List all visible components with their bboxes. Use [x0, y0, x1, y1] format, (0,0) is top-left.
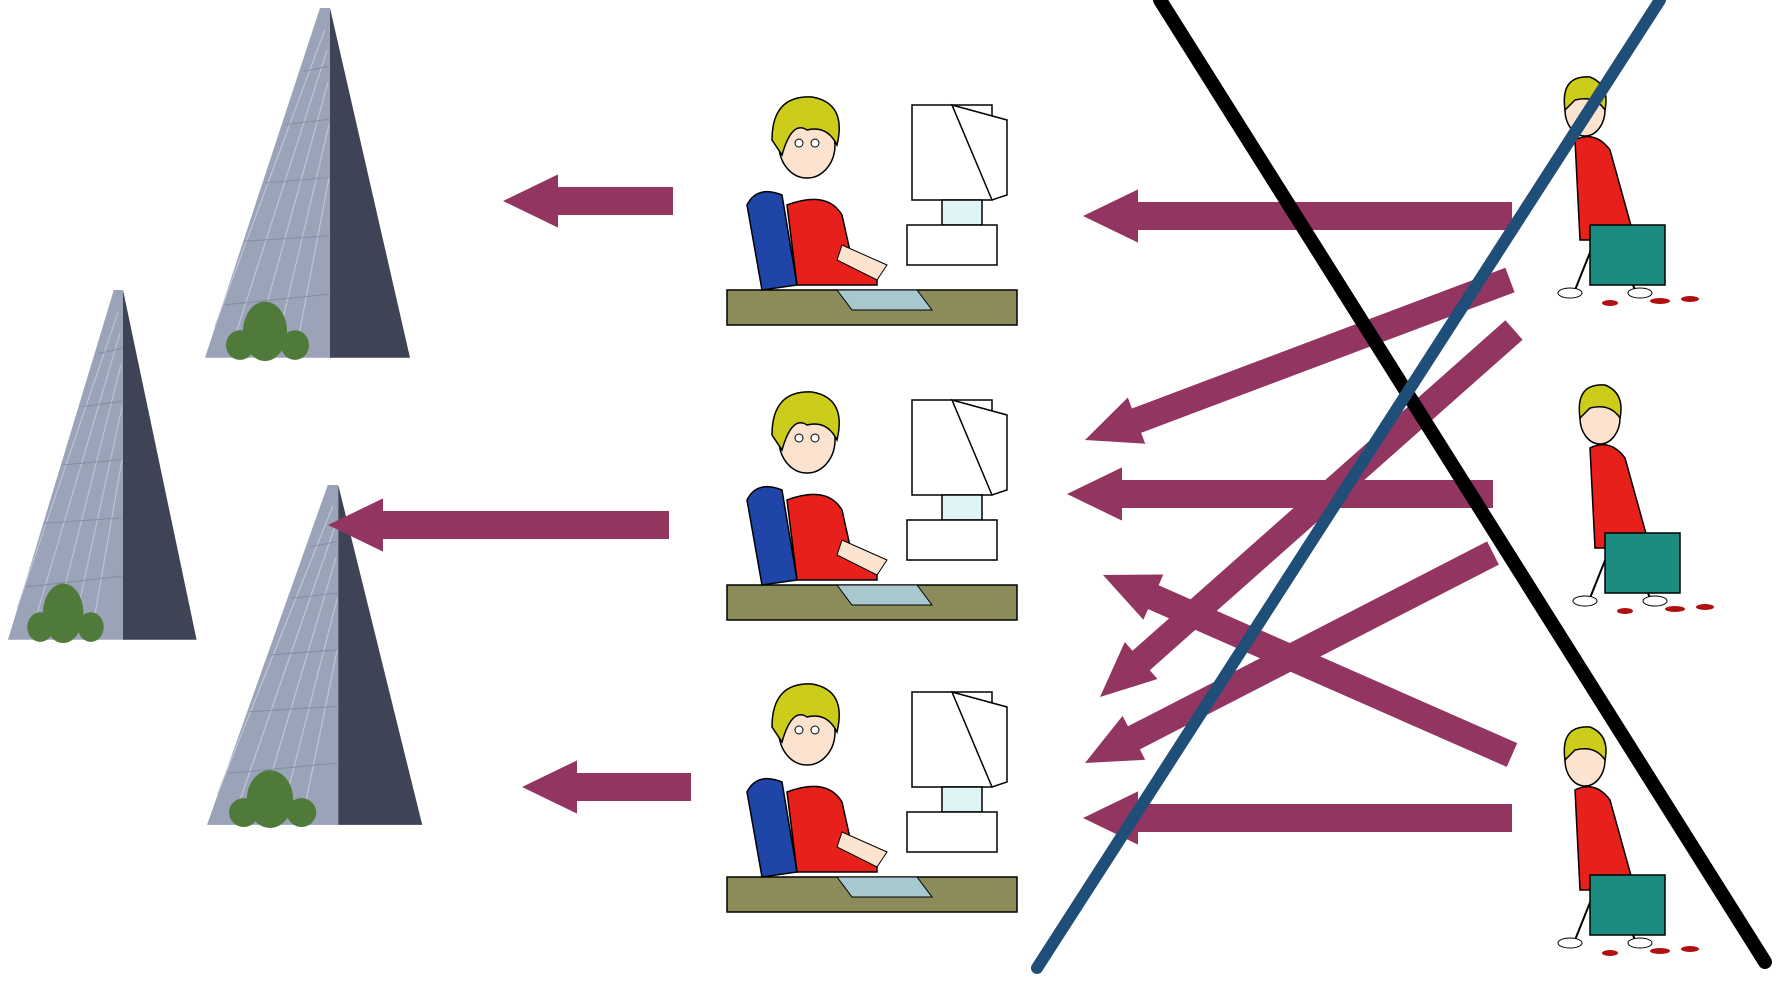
office-worker-bottom — [727, 684, 1017, 912]
arrow-worker-to-building-top — [503, 174, 673, 227]
arrow-walker-top-down-1 — [1085, 268, 1515, 444]
arrow-worker-to-building-left — [328, 498, 669, 551]
office-building-left — [8, 290, 197, 643]
office-worker-top — [727, 97, 1017, 325]
office-worker-middle — [727, 392, 1017, 620]
arrow-walker-bottom-up — [1103, 575, 1517, 767]
arrow-worker-to-building-bottom — [522, 760, 691, 813]
walking-woman-middle — [1573, 385, 1714, 614]
arrow-walker-middle-straight — [1067, 467, 1493, 520]
walking-woman-bottom — [1558, 727, 1699, 956]
walking-woman-top — [1558, 77, 1699, 306]
office-building-top — [205, 8, 410, 361]
